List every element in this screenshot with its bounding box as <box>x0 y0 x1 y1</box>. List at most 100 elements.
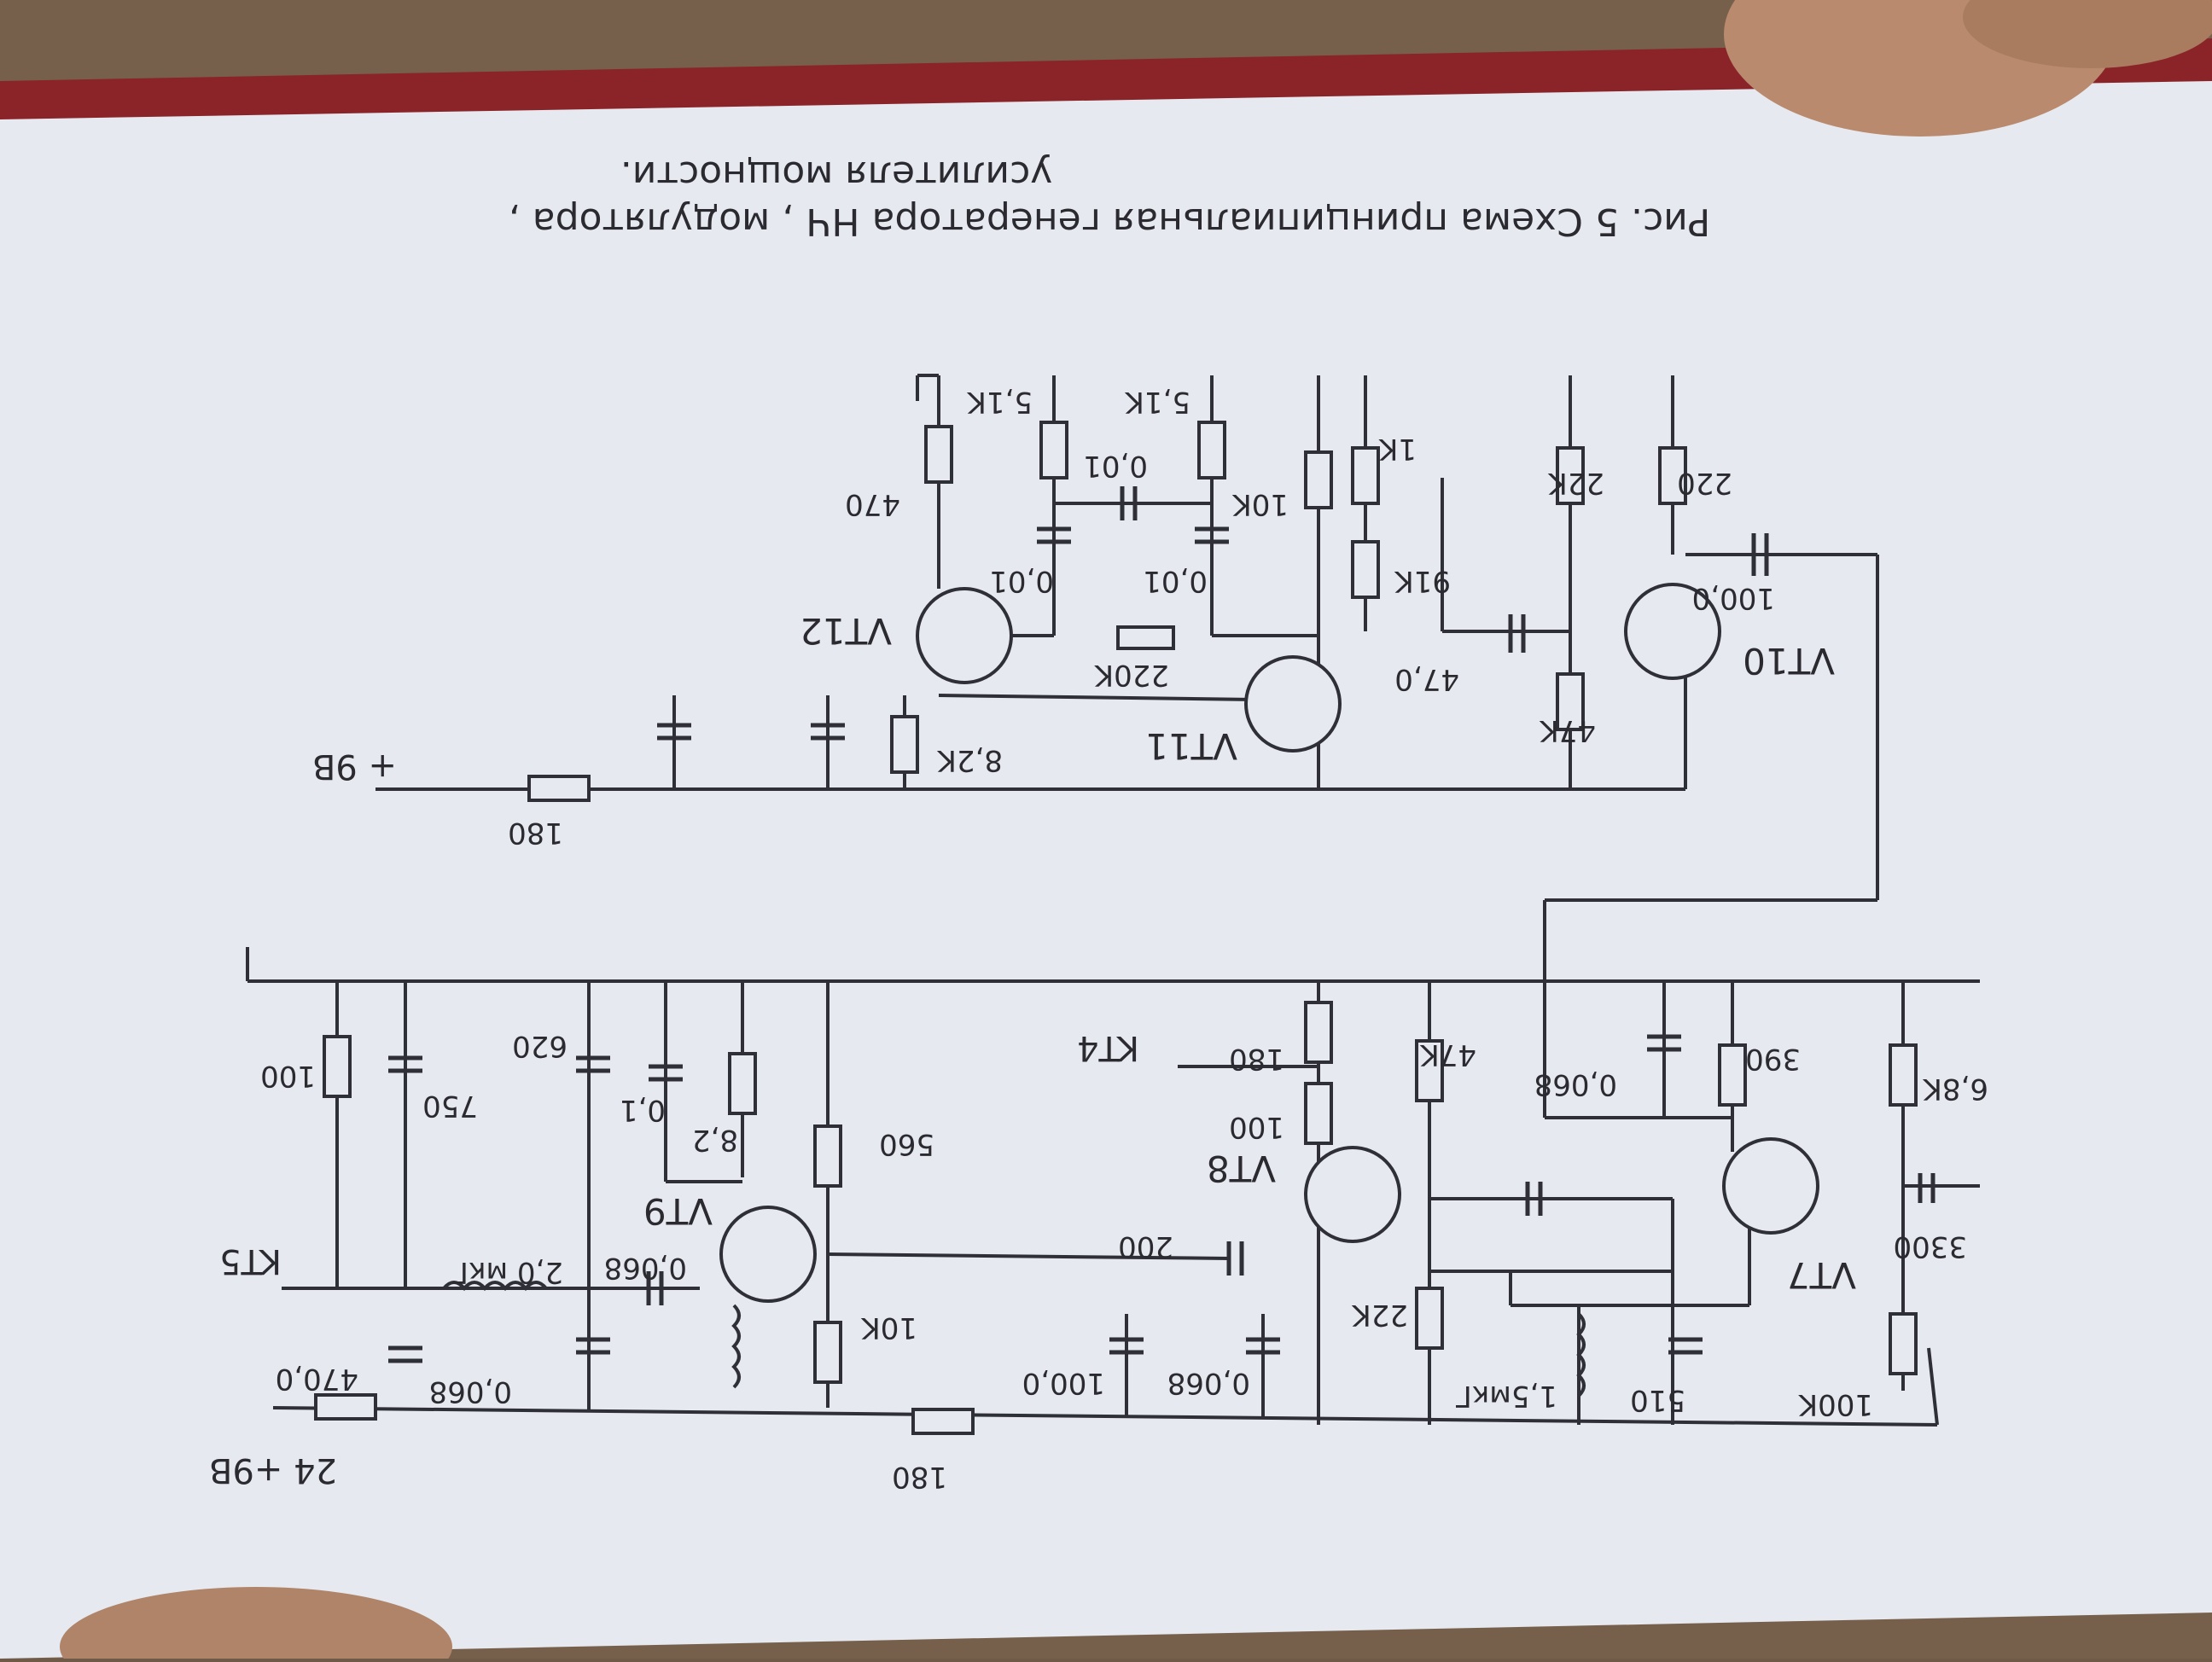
label-kt5: KT5 <box>219 1241 282 1281</box>
resistor-10k-top-symbol <box>1304 450 1333 509</box>
caption-line2: усилителя мощности. <box>620 153 1052 196</box>
label-r390: 390 <box>1745 1042 1801 1076</box>
resistor-24-symbol <box>314 1393 377 1421</box>
resistor-220-symbol <box>1658 446 1687 505</box>
label-c200: 200 <box>1118 1229 1173 1264</box>
label-kt4: KT4 <box>1077 1028 1139 1067</box>
resistor-100-left-symbol <box>323 1035 352 1098</box>
label-r470: 470 <box>845 487 900 521</box>
label-c0-068-c: 0,068 <box>604 1251 687 1285</box>
label-r180-bottom: 180 <box>892 1460 947 1494</box>
label-l1-5: 1,5мкГ <box>1454 1379 1557 1413</box>
resistor-180-bottom-symbol <box>911 1408 975 1435</box>
resistor-6-8k-symbol <box>1889 1043 1918 1107</box>
transistor-vt12-symbol <box>916 587 1013 684</box>
top-labels: 220 22K 1K 91K 10K 5,1K 5,1K 470 47K 8,2… <box>312 385 1835 850</box>
finger-bottom <box>60 1587 452 1662</box>
resistor-180-kt4-symbol <box>1304 1001 1333 1064</box>
label-vt9: VT9 <box>643 1190 713 1232</box>
resistor-47k-bottom-symbol <box>1415 1039 1444 1102</box>
caption-line1: Рис. 5 Схема принципиальная генератора Н… <box>509 200 1711 243</box>
label-c750: 750 <box>422 1089 478 1123</box>
label-r5-1k-a: 5,1K <box>1124 385 1190 419</box>
label-r180-kt4: 180 <box>1229 1042 1284 1076</box>
resistor-100-vt8-symbol <box>1304 1082 1333 1145</box>
inductor-1-5-symbol <box>1576 1312 1586 1398</box>
resistor-8-2k-symbol <box>890 715 919 774</box>
label-c0-068-d: 0,068 <box>429 1374 512 1409</box>
label-r560: 560 <box>879 1127 934 1161</box>
transistor-vt7-symbol <box>1722 1137 1819 1235</box>
label-r22k: 22K <box>1547 466 1604 500</box>
label-c620: 620 <box>512 1029 568 1063</box>
label-r5-1k-b: 5,1K <box>966 385 1033 419</box>
label-supply-bottom: 24 +9В <box>209 1450 337 1490</box>
paper-sheet <box>0 81 2212 1659</box>
label-r220k: 220K <box>1093 658 1169 692</box>
label-c510: 510 <box>1630 1383 1685 1417</box>
label-r220: 220 <box>1677 466 1732 500</box>
resistor-22k-symbol <box>1415 1287 1444 1350</box>
bottom-labels: 6,8K 390 47K 180 100 22K 560 8,2 100 10K… <box>209 1028 1988 1494</box>
label-r1k: 1K <box>1377 432 1417 466</box>
label-r10k: 10K <box>1231 487 1289 521</box>
components <box>314 421 1918 1435</box>
label-r100-vt8: 100 <box>1229 1110 1284 1144</box>
resistor-5-1k-b-symbol <box>1039 421 1068 479</box>
label-r47k-bottom: 47K <box>1419 1037 1476 1072</box>
transistor-vt8-symbol <box>1304 1146 1401 1243</box>
label-c0-01-a: 0,01 <box>1143 564 1208 598</box>
label-r180-top: 180 <box>508 816 563 850</box>
resistor-22k-symbol <box>1556 446 1585 505</box>
label-r8-2k: 8,2K <box>936 743 1003 777</box>
resistor-8-2-symbol <box>728 1052 757 1115</box>
finger-top-2 <box>1963 0 2212 68</box>
label-c100: 100,0 <box>1692 581 1775 615</box>
resistor-390-symbol <box>1718 1043 1747 1107</box>
label-r10k-bottom: 10K <box>860 1310 917 1345</box>
resistor-560-symbol <box>813 1124 842 1188</box>
wiring <box>246 374 1980 1427</box>
label-c0-1: 0,1 <box>620 1093 666 1127</box>
resistor-91k-symbol <box>1351 540 1380 599</box>
label-c0-068-b: 0,068 <box>1167 1366 1250 1400</box>
label-vt11: VT11 <box>1145 725 1237 767</box>
label-vt7: VT7 <box>1787 1254 1856 1296</box>
transistor-vt9-symbol <box>719 1206 817 1303</box>
label-c470: 470,0 <box>276 1362 358 1396</box>
resistor-180-top-symbol <box>527 775 591 802</box>
resistor-10k-bottom-symbol <box>813 1321 842 1384</box>
label-r22k: 22K <box>1351 1298 1408 1332</box>
label-c0-01-c: 0,01 <box>1083 449 1148 483</box>
resistor-1k-symbol <box>1351 446 1380 505</box>
inductor-vt9-symbol <box>731 1304 741 1389</box>
label-r8-2: 8,2 <box>692 1123 738 1157</box>
label-c47: 47,0 <box>1394 662 1459 696</box>
label-r47k: 47K <box>1539 713 1596 747</box>
label-l2-0: 2,0 мкГ <box>451 1255 563 1289</box>
caption: Рис. 5 Схема принципиальная генератора Н… <box>509 153 1711 243</box>
label-c100-0: 100,0 <box>1022 1366 1105 1400</box>
label-vt10: VT10 <box>1743 640 1835 682</box>
label-supply-top: + 9В <box>312 747 397 786</box>
resistor-47k-symbol <box>1556 672 1585 731</box>
capacitor-plates <box>388 486 1936 1363</box>
inductor-2-0-symbol <box>442 1281 548 1292</box>
label-r100-left: 100 <box>260 1059 316 1093</box>
label-r100k: 100K <box>1797 1387 1873 1421</box>
transistor-vt10-symbol <box>1624 583 1721 680</box>
label-c3300: 3300 <box>1893 1229 1967 1264</box>
label-c0-01-b: 0,01 <box>989 564 1054 598</box>
resistor-5-1k-a-symbol <box>1197 421 1226 479</box>
inductors <box>442 1281 1586 1398</box>
label-vt12: VT12 <box>800 610 892 652</box>
label-r91k: 91K <box>1394 564 1451 598</box>
label-c0-068-a: 0,068 <box>1534 1067 1617 1101</box>
resistor-470-symbol <box>924 425 953 484</box>
label-r6-8k: 6,8K <box>1922 1072 1988 1106</box>
resistor-100k-symbol <box>1889 1312 1918 1375</box>
label-vt8: VT8 <box>1207 1148 1276 1189</box>
resistor-220k-symbol <box>1116 625 1175 650</box>
